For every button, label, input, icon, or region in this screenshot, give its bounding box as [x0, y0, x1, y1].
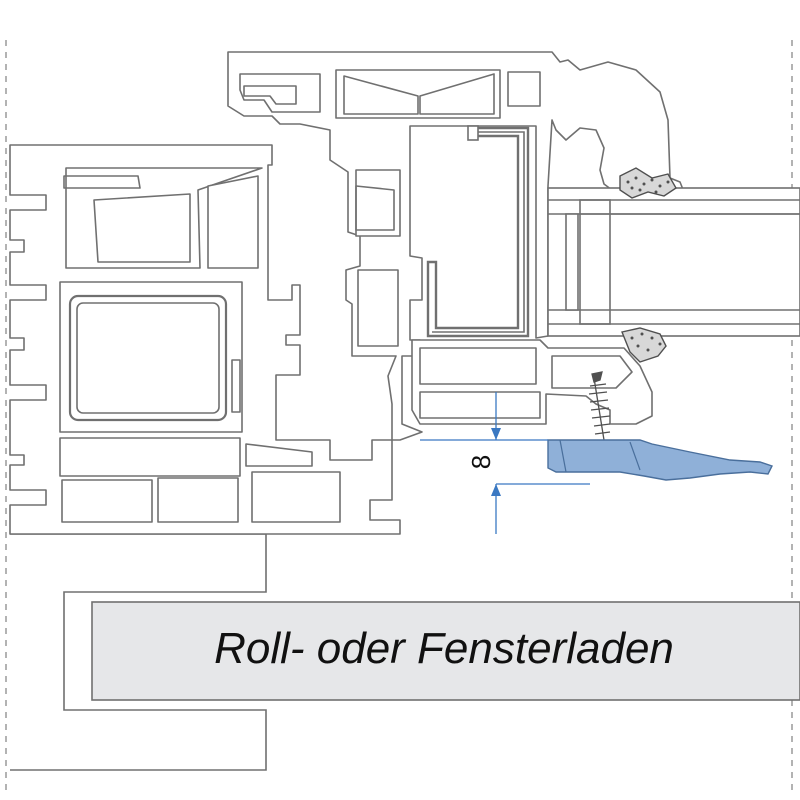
dimension-value: 8 — [466, 455, 496, 469]
drip-rail — [547, 439, 773, 481]
caption-label: Roll- oder Fensterladen — [214, 624, 674, 673]
sash-reinforcement — [426, 125, 530, 338]
fastening-screw — [588, 371, 611, 441]
sash-profile — [227, 51, 685, 441]
gasket-seals — [619, 167, 677, 363]
sash-lower-chambers — [411, 339, 653, 425]
glazing-unit — [547, 187, 800, 337]
wall-outline — [10, 533, 267, 771]
frame-profile — [9, 144, 401, 535]
caption-panel: Roll- oder Fensterladen — [91, 601, 800, 701]
dimension-annotation — [420, 392, 590, 534]
